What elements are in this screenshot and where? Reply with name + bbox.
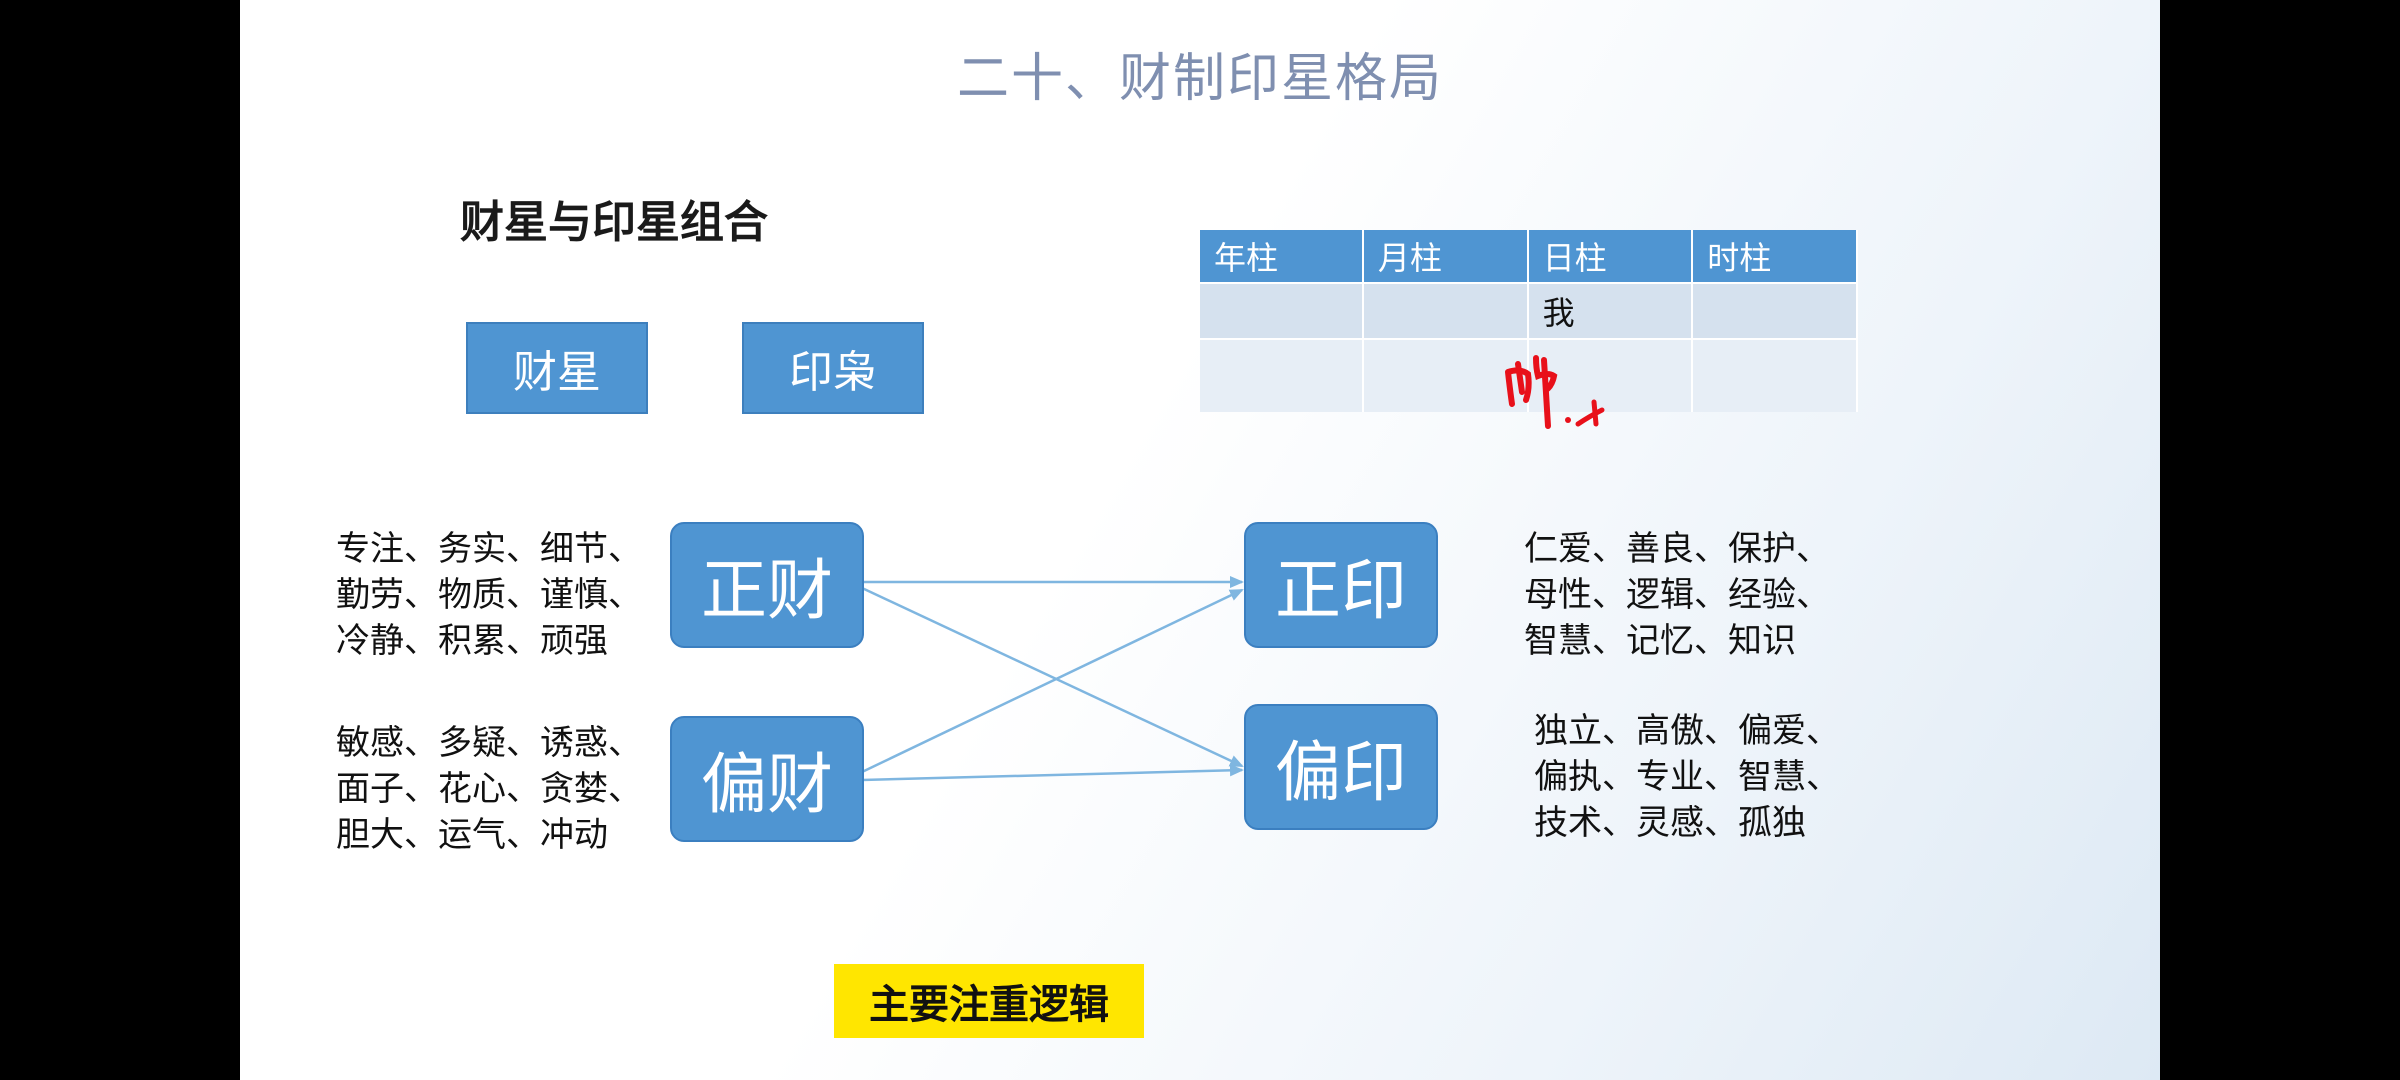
trait-line: 母性、逻辑、经验、 [1524, 575, 1830, 615]
table-cell [1362, 282, 1529, 339]
traits-piancai: 敏感、多疑、诱惑、 面子、花心、贪婪、 胆大、运气、冲动 [336, 720, 642, 858]
table-cell: 我 [1527, 282, 1694, 339]
table-cell [1692, 282, 1858, 339]
traits-zhengcai: 专注、务实、细节、 勤劳、物质、谨慎、 冷静、积累、顽强 [336, 526, 642, 664]
trait-line: 专注、务实、细节、 [336, 529, 642, 569]
table-cell [1362, 338, 1529, 412]
footer-highlight-note: 主要注重逻辑 [834, 964, 1144, 1038]
node-zhengyin: 正印 [1244, 522, 1438, 648]
trait-line: 勤劳、物质、谨慎、 [336, 575, 642, 615]
trait-line: 冷静、积累、顽强 [336, 621, 608, 661]
trait-line: 面子、花心、贪婪、 [336, 769, 642, 809]
arrow-zhengcai-to-pianyin [861, 586, 1244, 768]
arrow-piancai-to-zhengyin [861, 588, 1244, 774]
header-shizhu: 时柱 [1692, 230, 1858, 283]
table-cell [1200, 282, 1364, 339]
trait-line: 独立、高傲、偏爱、 [1534, 711, 1840, 751]
handwritten-annotation [1505, 355, 1605, 429]
category-box-yinxiao: 印枭 [742, 322, 924, 414]
slide-title: 二十、财制印星格局 [956, 49, 1443, 109]
trait-line: 胆大、运气、冲动 [336, 815, 608, 855]
trait-line: 偏执、专业、智慧、 [1534, 757, 1840, 797]
header-rizhu: 日柱 [1527, 230, 1694, 283]
header-nianzhu: 年柱 [1200, 230, 1364, 283]
trait-line: 敏感、多疑、诱惑、 [336, 723, 642, 763]
header-yuezhu: 月柱 [1362, 230, 1529, 283]
node-zhengcai: 正财 [670, 522, 864, 648]
table-row [1200, 338, 1858, 412]
traits-pianyin: 独立、高傲、偏爱、 偏执、专业、智慧、 技术、灵感、孤独 [1534, 708, 1840, 846]
section-subtitle: 财星与印星组合 [460, 197, 768, 248]
arrow-piancai-to-pianyin [861, 764, 1244, 782]
category-box-caixing: 财星 [466, 322, 648, 414]
trait-line: 仁爱、善良、保护、 [1524, 529, 1830, 569]
trait-line: 技术、灵感、孤独 [1534, 803, 1806, 843]
table-row: 我 [1200, 282, 1858, 339]
pillar-table: 年柱 月柱 日柱 时柱 我 [1200, 230, 1858, 412]
slide: 二十、财制印星格局 财星与印星组合 财星 印枭 正财 偏财 正印 偏印 专注、务… [240, 0, 2160, 1080]
trait-line: 智慧、记忆、知识 [1524, 621, 1796, 661]
traits-zhengyin: 仁爱、善良、保护、 母性、逻辑、经验、 智慧、记忆、知识 [1524, 526, 1830, 664]
node-pianyin: 偏印 [1244, 704, 1438, 830]
table-cell [1692, 338, 1858, 412]
node-piancai: 偏财 [670, 716, 864, 842]
pillar-table-header-row: 年柱 月柱 日柱 时柱 [1200, 230, 1858, 283]
table-cell [1200, 338, 1364, 412]
